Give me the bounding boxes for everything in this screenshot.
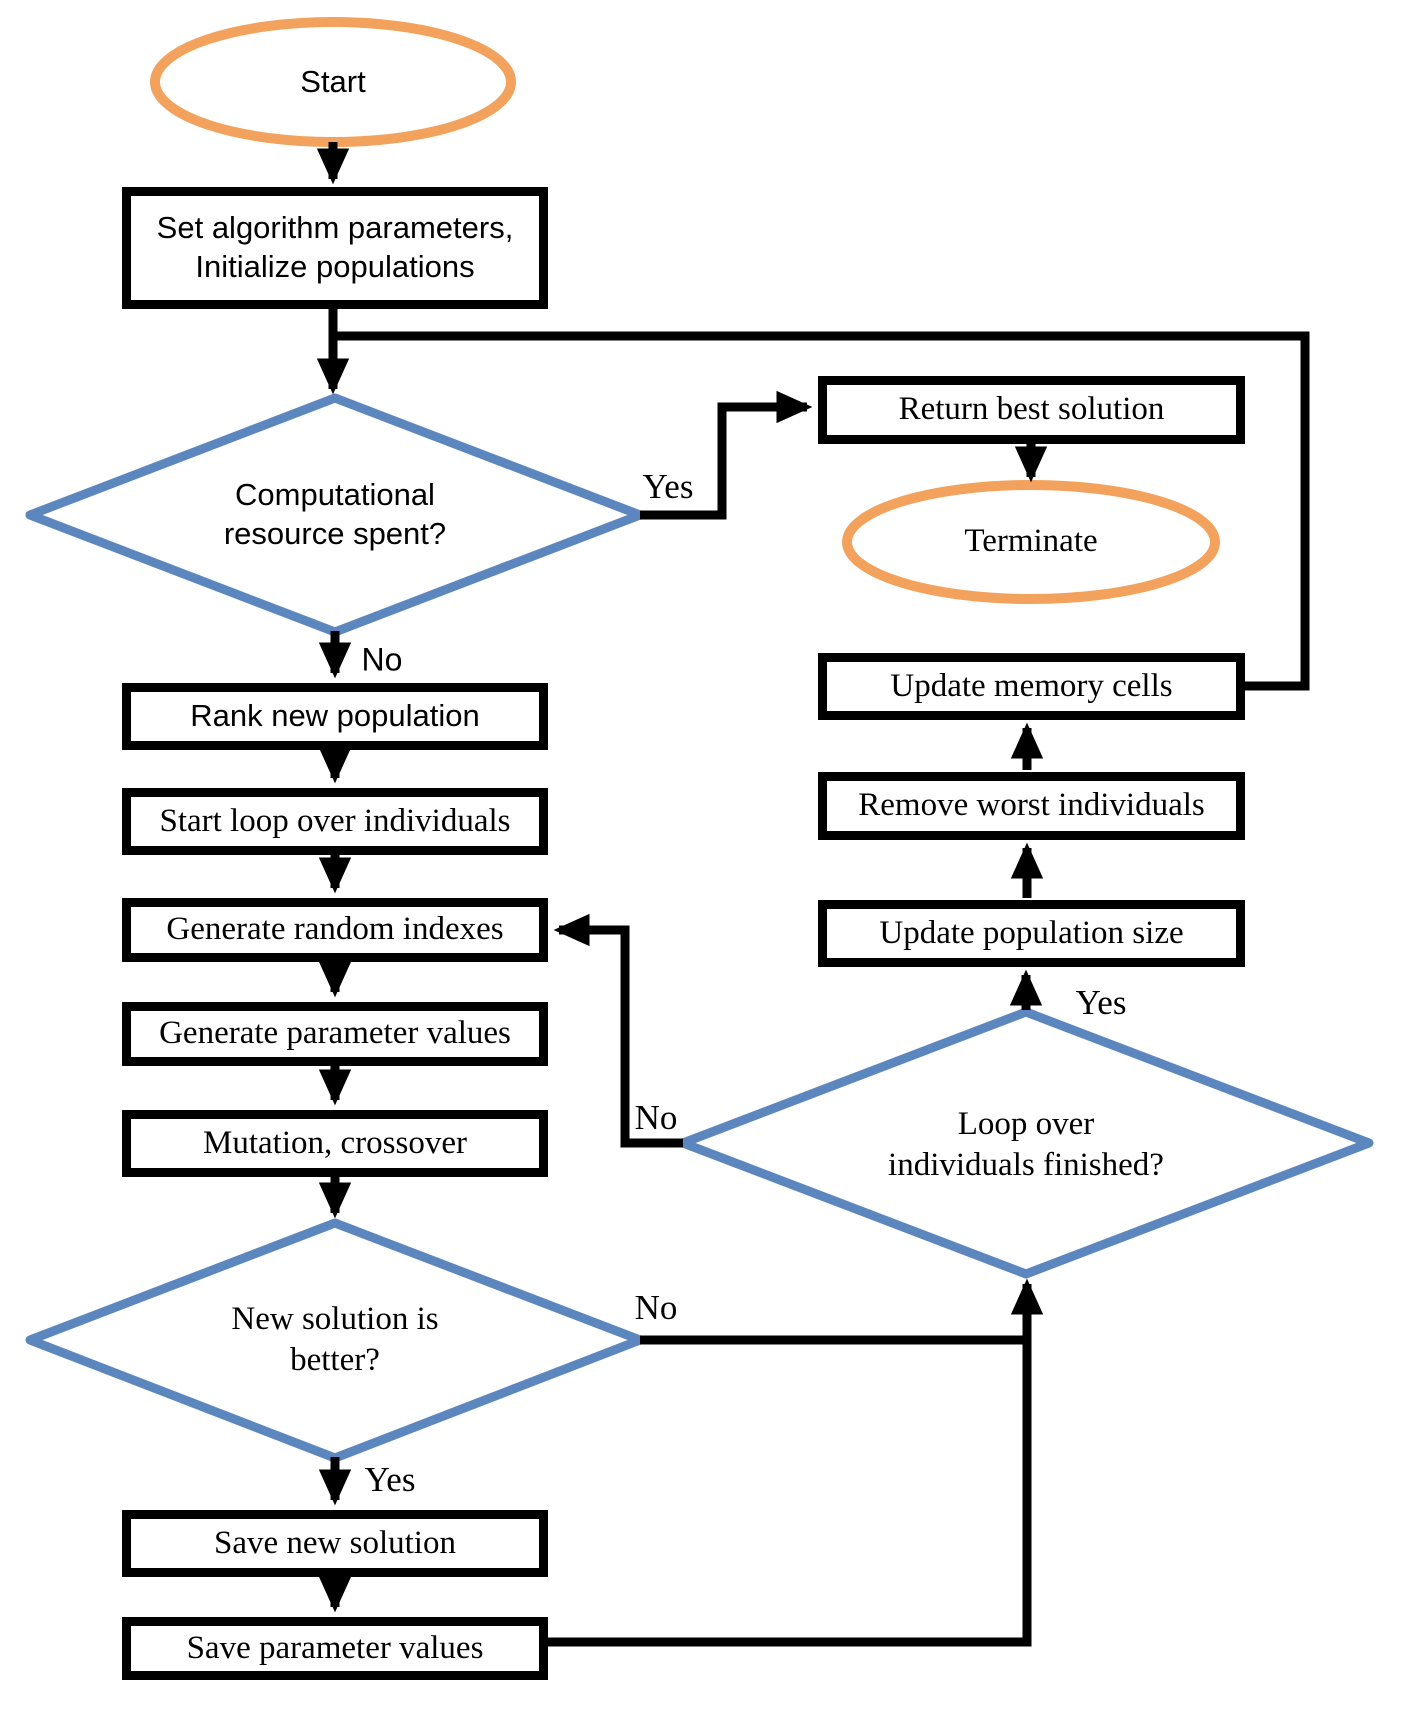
loop-check-line1: Loop over — [957, 1105, 1095, 1142]
node-set-parameters: Set algorithm parameters, Initialize pop… — [122, 187, 548, 309]
node-rank-population: Rank new population — [122, 683, 548, 750]
resource-check-line1: Computational — [235, 477, 435, 513]
update-memory-label: Update memory cells — [890, 667, 1173, 704]
generate-params-label: Generate parameter values — [159, 1015, 511, 1052]
rank-population-label: Rank new population — [190, 698, 480, 734]
node-solution-check: New solution is better? — [135, 1285, 535, 1395]
mutation-crossover-label: Mutation, crossover — [203, 1124, 467, 1161]
edge-label-solution-yes: Yes — [364, 1460, 416, 1499]
node-generate-params: Generate parameter values — [122, 1002, 548, 1066]
node-start-loop: Start loop over individuals — [122, 788, 548, 855]
start-loop-label: Start loop over individuals — [159, 802, 511, 839]
generate-indexes-label: Generate random indexes — [166, 911, 504, 948]
node-update-memory: Update memory cells — [818, 653, 1245, 720]
edge-feedback-to-update-memory — [333, 331, 1310, 691]
node-update-popsize: Update population size — [818, 900, 1245, 967]
edge-label-resource-no: No — [361, 641, 403, 678]
node-save-solution: Save new solution — [122, 1510, 548, 1577]
node-start: Start — [233, 52, 433, 112]
update-popsize-label: Update population size — [879, 914, 1184, 951]
solution-check-line1: New solution is — [231, 1300, 439, 1337]
node-resource-check: Computational resource spent? — [135, 460, 535, 570]
set-parameters-line2: Initialize populations — [195, 249, 475, 284]
loop-check-line2: individuals finished? — [888, 1147, 1164, 1183]
node-remove-worst: Remove worst individuals — [818, 772, 1245, 840]
loop-check-diamond-shape — [678, 1007, 1374, 1279]
start-label: Start — [300, 63, 366, 99]
resource-check-line2: resource spent? — [223, 516, 447, 551]
node-mutation-crossover: Mutation, crossover — [122, 1110, 548, 1177]
solution-check-line2: better? — [290, 1342, 380, 1378]
edge-label-loop-no: No — [634, 1098, 678, 1137]
remove-worst-label: Remove worst individuals — [858, 787, 1205, 824]
save-params-label: Save parameter values — [186, 1629, 484, 1666]
edge-resource-yes-to-return-best — [640, 390, 813, 520]
edge-label-solution-no: No — [634, 1288, 678, 1327]
node-generate-indexes: Generate random indexes — [122, 898, 548, 962]
save-solution-label: Save new solution — [214, 1524, 456, 1561]
terminate-label: Terminate — [964, 523, 1098, 560]
node-terminate: Terminate — [931, 512, 1131, 572]
node-return-best: Return best solution — [818, 376, 1245, 444]
node-loop-check: Loop over individuals finished? — [826, 1090, 1226, 1200]
terminate-ellipse-shape — [842, 480, 1220, 604]
edge-loop-no-to-generate-indexes — [553, 913, 683, 1148]
edge-save-params-to-loop-check — [548, 1278, 1044, 1647]
return-best-label: Return best solution — [898, 391, 1165, 428]
set-parameters-line1: Set algorithm parameters, — [156, 210, 514, 246]
edge-label-loop-yes: Yes — [1075, 983, 1127, 1022]
edge-label-resource-yes: Yes — [642, 467, 694, 506]
node-save-params: Save parameter values — [122, 1617, 548, 1680]
